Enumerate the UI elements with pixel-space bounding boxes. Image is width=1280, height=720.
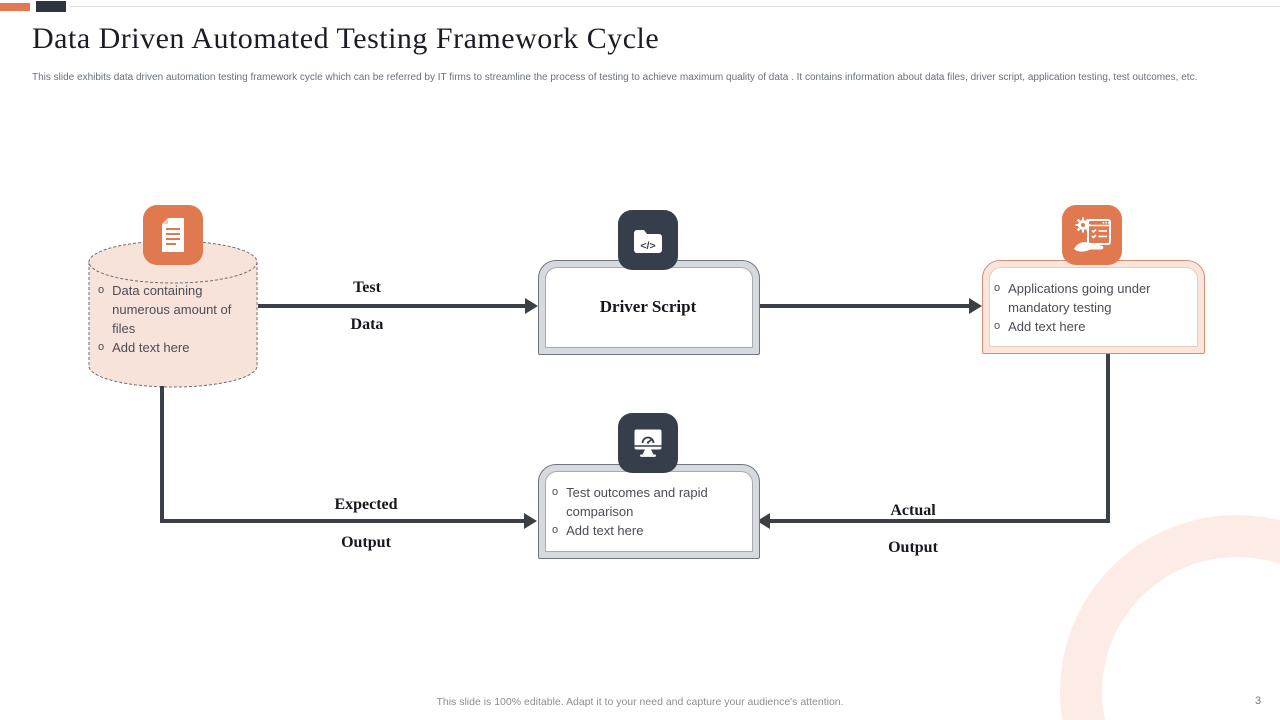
flow-label-expected-output: Output	[341, 534, 391, 551]
list-item: o Data containing numerous amount of fil…	[98, 281, 248, 338]
bullet-text: Add text here	[112, 340, 190, 355]
arrow-expected-hline	[160, 519, 525, 523]
bullet-text: Test outcomes and rapid comparison	[566, 485, 708, 519]
monitor-gauge-icon	[618, 413, 678, 473]
list-item: o Add text here	[98, 338, 248, 357]
flow-label-actual: Actual	[890, 502, 936, 519]
arrow-driver-apps-line	[758, 304, 970, 308]
corner-ring-decoration	[1060, 515, 1280, 720]
bullet-marker: o	[552, 524, 559, 536]
list-item: o Applications going under mandatory tes…	[994, 279, 1194, 317]
top-divider-line	[70, 6, 1280, 7]
driver-script-label: Driver Script	[599, 296, 697, 316]
driver-script-box-inner	[545, 267, 753, 348]
applications-box-inner	[989, 267, 1198, 347]
slide-description: This slide exhibits data driven automati…	[32, 72, 1198, 83]
arrow-actual-hline	[770, 519, 1110, 523]
driver-script-box	[538, 260, 760, 355]
bullet-marker: o	[98, 284, 105, 296]
bullet-text: Add text here	[1008, 319, 1086, 334]
svg-text:</>: </>	[640, 240, 655, 252]
arrow-driver-apps-head	[969, 298, 982, 314]
outcomes-box-inner	[545, 471, 753, 552]
footer-note: This slide is 100% editable. Adapt it to…	[436, 696, 844, 708]
arrow-actual-vline	[1106, 352, 1110, 523]
arrow-test-data-line	[258, 304, 526, 308]
application-testing-icon	[1062, 205, 1122, 265]
bullet-text: Applications going under mandatory testi…	[1008, 281, 1151, 315]
page-number: 3	[1254, 695, 1262, 707]
accent-bar-dark	[36, 1, 66, 12]
code-folder-icon: </>	[618, 210, 678, 270]
list-item: o Test outcomes and rapid comparison	[552, 483, 742, 521]
arrow-actual-head	[757, 513, 770, 529]
arrow-test-data-head	[525, 298, 538, 314]
flow-label-data: Data	[350, 316, 384, 333]
applications-bullet-list: o Applications going under mandatory tes…	[994, 279, 1194, 336]
document-icon	[143, 205, 203, 265]
applications-box	[982, 260, 1205, 354]
flow-label-test: Test	[353, 279, 381, 296]
list-item: o Add text here	[994, 317, 1194, 336]
outcomes-box	[538, 464, 760, 559]
arrow-expected-head	[524, 513, 537, 529]
bullet-marker: o	[994, 320, 1001, 332]
bullet-marker: o	[552, 486, 559, 498]
database-bullet-list: o Data containing numerous amount of fil…	[98, 281, 248, 357]
list-item: o Add text here	[552, 521, 742, 540]
page-title: Data Driven Automated Testing Framework …	[32, 22, 660, 55]
flow-label-actual-output: Output	[888, 539, 938, 556]
accent-bar-orange	[0, 3, 30, 11]
bullet-marker: o	[994, 282, 1001, 294]
bullet-text: Add text here	[566, 523, 644, 538]
bullet-marker: o	[98, 341, 105, 353]
outcomes-bullet-list: o Test outcomes and rapid comparison o A…	[552, 483, 742, 540]
bullet-text: Data containing numerous amount of files	[112, 283, 232, 336]
arrow-expected-vline	[160, 386, 164, 523]
flow-label-expected: Expected	[334, 496, 398, 513]
